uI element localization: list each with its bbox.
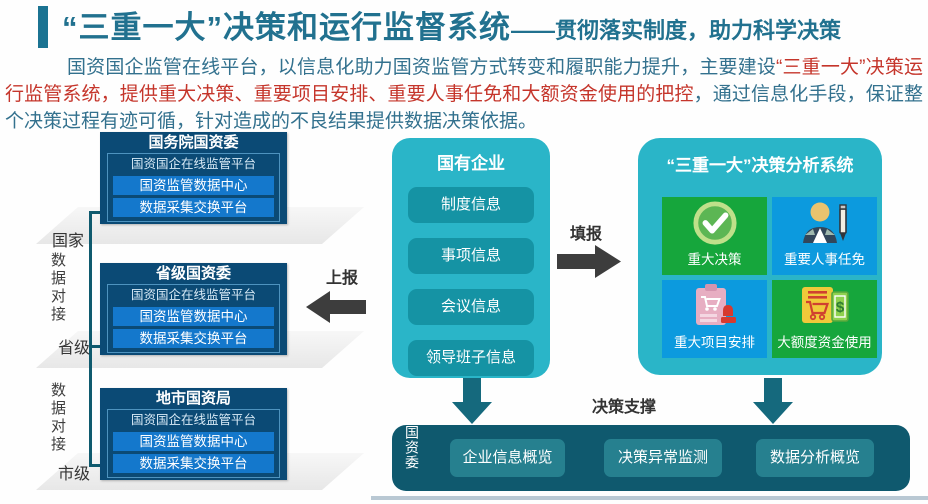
check-circle-icon [692,197,738,248]
org-inner-panel: 国资国企在线监管平台 国资监管数据中心 数据采集交换平台 [107,284,280,353]
tile-project[interactable]: 重大项目安排 [662,280,767,358]
arrow-left-icon [306,291,366,323]
hierarchy-connector-line [89,211,92,467]
platform-label: 国资国企在线监管平台 [130,288,256,302]
tile-label: 重要人事任免 [784,252,865,267]
intro-paragraph: 国资国企监管在线平台，以信息化助力国资监管方式转变和履职能力提升，主要建设“三重… [5,54,923,135]
cart-money-icon: $ [799,280,851,331]
decision-support-label: 决策支撑 [592,399,657,416]
data-center-item[interactable]: 国资监管数据中心 [113,176,274,195]
page-title-main: “三重一大”决策和运行监督系统 [62,10,511,45]
title-accent-bar [38,6,48,48]
arrow-down-icon [753,378,793,424]
sasac-org-label: 国资委 [404,425,420,470]
level-box-provincial[interactable]: 省级国资委 国资国企在线监管平台 国资监管数据中心 数据采集交换平台 [100,263,287,355]
analysis-title: “三重一大”决策分析系统 [666,156,854,175]
platform-label: 国资国企在线监管平台 [130,413,256,427]
person-pencil-icon [799,197,851,248]
sasac-bottom-panel[interactable]: 国资委 企业信息概览 决策异常监测 数据分析概览 [392,425,910,491]
bottom-item-enterprise-overview[interactable]: 企业信息概览 [450,439,565,477]
connector-stub-national [89,211,103,214]
data-link-label-1: 数据对接 [49,252,66,324]
bottom-divider [371,496,928,500]
tile-personnel[interactable]: 重要人事任免 [772,197,877,275]
enterprise-item-matter[interactable]: 事项信息 [408,238,534,274]
tile-label: 重大决策 [687,252,742,267]
enterprise-item-meeting[interactable]: 会议信息 [408,289,534,325]
org-title: 地市国资局 [155,390,231,407]
level-label-national: 国家 [52,233,85,250]
exchange-item[interactable]: 数据采集交换平台 [113,454,274,473]
enterprise-panel[interactable]: 国有企业 制度信息 事项信息 会议信息 领导班子信息 [392,138,550,378]
enterprise-item-leadership[interactable]: 领导班子信息 [408,340,534,376]
arrow-down-icon [452,378,492,424]
exchange-item[interactable]: 数据采集交换平台 [113,329,274,348]
clipboard-stamp-icon [690,280,740,331]
fill-in-label: 填报 [570,226,603,243]
level-label-provincial: 省级 [58,340,91,357]
org-inner-panel: 国资国企在线监管平台 国资监管数据中心 数据采集交换平台 [107,153,280,222]
platform-label: 国资国企在线监管平台 [130,157,256,171]
intro-text-highlight: “三重一大”决策运行监管系统，提供重大决策、重要项目安排、重要人事任免和大额资金… [5,57,923,105]
intro-text-before: 国资国企监管在线平台，以信息化助力国资监管方式转变和履职能力提升，主要建设 [67,57,777,78]
connector-stub-provincial [89,345,103,348]
enterprise-title: 国有企业 [437,154,505,173]
org-title: 省级国资委 [155,265,231,282]
connector-stub-city [89,464,103,467]
data-link-label-2: 数据对接 [49,382,66,454]
enterprise-item-list: 制度信息 事项信息 会议信息 领导班子信息 [392,174,550,376]
enterprise-item-institution[interactable]: 制度信息 [408,187,534,223]
report-up-label: 上报 [326,270,359,287]
tile-funds[interactable]: $ 大额度资金使用 [772,280,877,358]
tile-label: 重大项目安排 [674,335,755,350]
org-title: 国务院国资委 [148,134,239,151]
data-center-item[interactable]: 国资监管数据中心 [113,432,274,451]
analysis-tile-grid: 重大决策 重要人事任免 [662,197,877,358]
svg-text:$: $ [835,299,844,316]
exchange-item[interactable]: 数据采集交换平台 [113,198,274,217]
page-title-sub: ——贯彻落实制度，助力科学决策 [511,18,842,43]
org-inner-panel: 国资国企在线监管平台 国资监管数据中心 数据采集交换平台 [107,409,280,478]
level-box-city[interactable]: 地市国资局 国资国企在线监管平台 国资监管数据中心 数据采集交换平台 [100,388,287,480]
arrow-right-icon [557,245,621,278]
data-center-item[interactable]: 国资监管数据中心 [113,307,274,326]
bottom-item-data-analysis[interactable]: 数据分析概览 [756,439,874,477]
analysis-panel[interactable]: “三重一大”决策分析系统 重大决策 [638,138,882,375]
page-title: “三重一大”决策和运行监督系统——贯彻落实制度，助力科学决策 [62,2,922,47]
level-box-national[interactable]: 国务院国资委 国资国企在线监管平台 国资监管数据中心 数据采集交换平台 [100,132,287,224]
intro-text-after: ，通过信息化手段，保证整个决策过程有迹可循，针对造成的不良结果提供数据决策依据。 [5,84,923,132]
tile-major-decision[interactable]: 重大决策 [662,197,767,275]
bottom-item-anomaly-monitor[interactable]: 决策异常监测 [604,439,722,477]
tile-label: 大额度资金使用 [777,335,872,350]
level-label-city: 市级 [58,466,91,483]
